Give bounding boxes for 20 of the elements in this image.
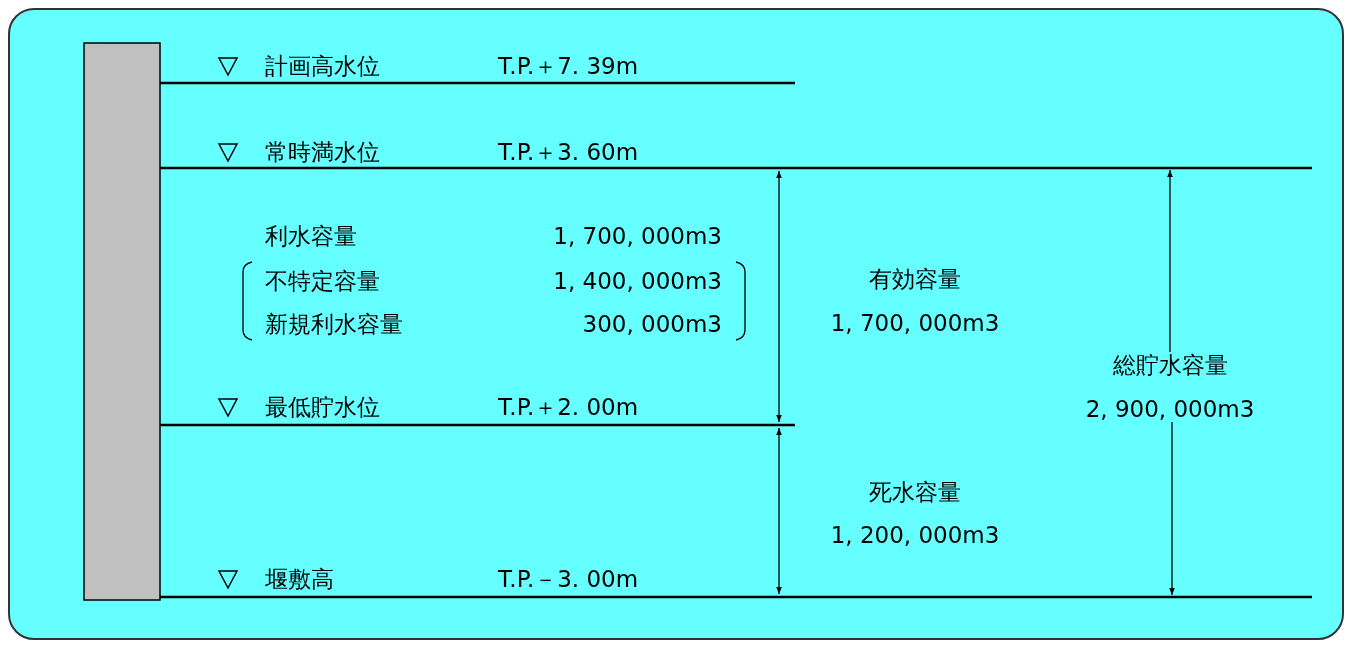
capacity-value: 1, 400, 000m3: [553, 267, 722, 295]
capacity-name: 新規利水容量: [265, 310, 403, 338]
capacity-value: 1, 700, 000m3: [830, 309, 1000, 337]
water-level-name: 計画高水位: [265, 52, 380, 80]
water-level-name: 最低貯水位: [265, 393, 380, 421]
capacity-value: 300, 000m3: [582, 310, 722, 338]
capacity-name: 総貯水容量: [1112, 351, 1228, 379]
water-level-name: 常時満水位: [265, 138, 380, 166]
water-level-name: 堰敷高: [265, 565, 334, 593]
elevation-value: T.P.＋2. 00m: [498, 393, 639, 421]
capacity-name: 利水容量: [265, 222, 357, 250]
capacity-value: 1, 200, 000m3: [830, 521, 1000, 549]
capacity-name: 不特定容量: [265, 267, 380, 295]
capacity-name: 有効容量: [869, 265, 961, 293]
elevation-value: T.P.－3. 00m: [498, 565, 639, 593]
elevation-value: T.P.＋3. 60m: [498, 138, 639, 166]
capacity-value: 1, 700, 000m3: [553, 222, 722, 250]
capacity-value: 2, 900, 000m3: [1085, 395, 1255, 423]
elevation-value: T.P.＋7. 39m: [498, 52, 639, 80]
capacity-name: 死水容量: [869, 478, 961, 506]
